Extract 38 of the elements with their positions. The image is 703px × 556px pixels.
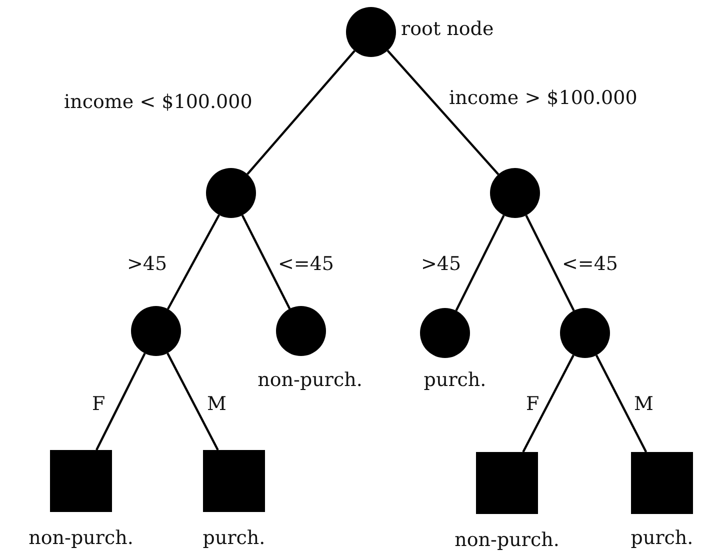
edge-label: F <box>526 392 540 416</box>
leaf-node-square <box>476 452 538 514</box>
edge-label: F <box>92 392 106 416</box>
leaf-node-square <box>631 452 693 514</box>
edge-label: M <box>207 392 226 416</box>
decision-node-circle <box>346 7 396 57</box>
edge-label: income > $100.000 <box>449 86 638 110</box>
branch-line <box>522 354 574 452</box>
outcome-label: non-purch. <box>28 526 134 550</box>
branch-line <box>96 352 146 450</box>
outcome-label: purch. <box>202 526 266 550</box>
decision-node-circle <box>206 168 256 218</box>
edge-label: income < $100.000 <box>64 90 252 114</box>
decision-node-circle <box>420 308 470 358</box>
outcome-label: non-purch. <box>258 368 362 392</box>
outcome-label: non-purch. <box>454 528 560 552</box>
edge-label: >45 <box>127 252 168 276</box>
edge-label: M <box>634 392 654 416</box>
branch-line <box>166 214 220 310</box>
leaf-node-square <box>50 450 112 512</box>
edge-label: <=45 <box>278 252 334 276</box>
decision-node-circle <box>490 168 540 218</box>
outcome-label: purch. <box>424 368 486 392</box>
branch-line <box>166 352 219 450</box>
edge-label: >45 <box>421 252 462 276</box>
branch-line <box>525 214 575 312</box>
decision-node-circle <box>560 308 610 358</box>
branch-line <box>246 50 356 175</box>
edge-label: <=45 <box>562 252 618 276</box>
decision-node-circle <box>131 306 181 356</box>
branch-line <box>595 354 648 452</box>
decision-node-circle <box>276 306 326 356</box>
outcome-label: root node <box>401 17 494 41</box>
branch-line <box>455 214 505 312</box>
outcome-label: purch. <box>630 526 694 550</box>
branch-line <box>241 214 291 310</box>
leaf-node-square <box>203 450 265 512</box>
branch-line <box>386 50 500 176</box>
